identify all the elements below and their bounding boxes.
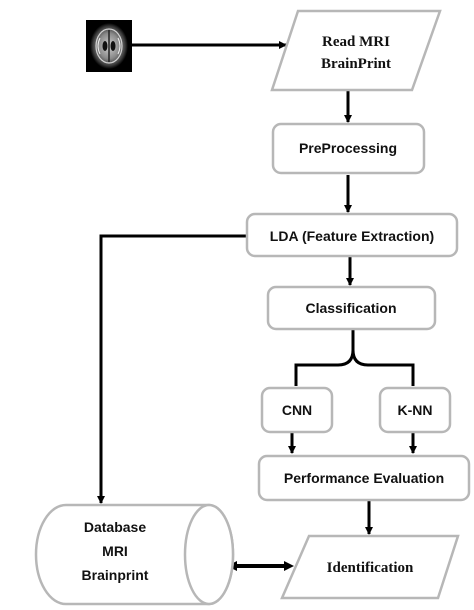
knn-node: K-NN bbox=[378, 386, 452, 434]
connectors bbox=[97, 41, 417, 571]
performance-label: Performance Evaluation bbox=[284, 470, 444, 486]
classification-label: Classification bbox=[305, 300, 396, 316]
brain-mri-icon bbox=[86, 20, 132, 72]
preprocessing-label: PreProcessing bbox=[299, 140, 397, 156]
read-mri-label-line2: BrainPrint bbox=[321, 56, 391, 72]
lda-node: LDA (Feature Extraction) bbox=[245, 212, 459, 258]
knn-label: K-NN bbox=[398, 402, 433, 418]
database-label-line2: MRI bbox=[102, 543, 128, 559]
lda-label: LDA (Feature Extraction) bbox=[270, 228, 434, 244]
preprocessing-node: PreProcessing bbox=[271, 122, 426, 175]
cnn-node: CNN bbox=[260, 386, 334, 434]
arrow-lda-to-database bbox=[97, 234, 247, 504]
read-mri-node: Read MRI BrainPrint bbox=[270, 9, 442, 92]
performance-node: Performance Evaluation bbox=[257, 454, 471, 502]
bracket-classification-split bbox=[294, 329, 415, 386]
identification-node: Identification bbox=[280, 534, 460, 600]
database-node: Database MRI Brainprint bbox=[34, 503, 235, 606]
identification-label: Identification bbox=[327, 560, 414, 576]
database-label-line1: Database bbox=[84, 519, 146, 535]
cnn-label: CNN bbox=[282, 402, 312, 418]
database-label-line3: Brainprint bbox=[82, 567, 149, 583]
classification-node: Classification bbox=[266, 285, 437, 331]
read-mri-label-line1: Read MRI bbox=[322, 34, 390, 50]
